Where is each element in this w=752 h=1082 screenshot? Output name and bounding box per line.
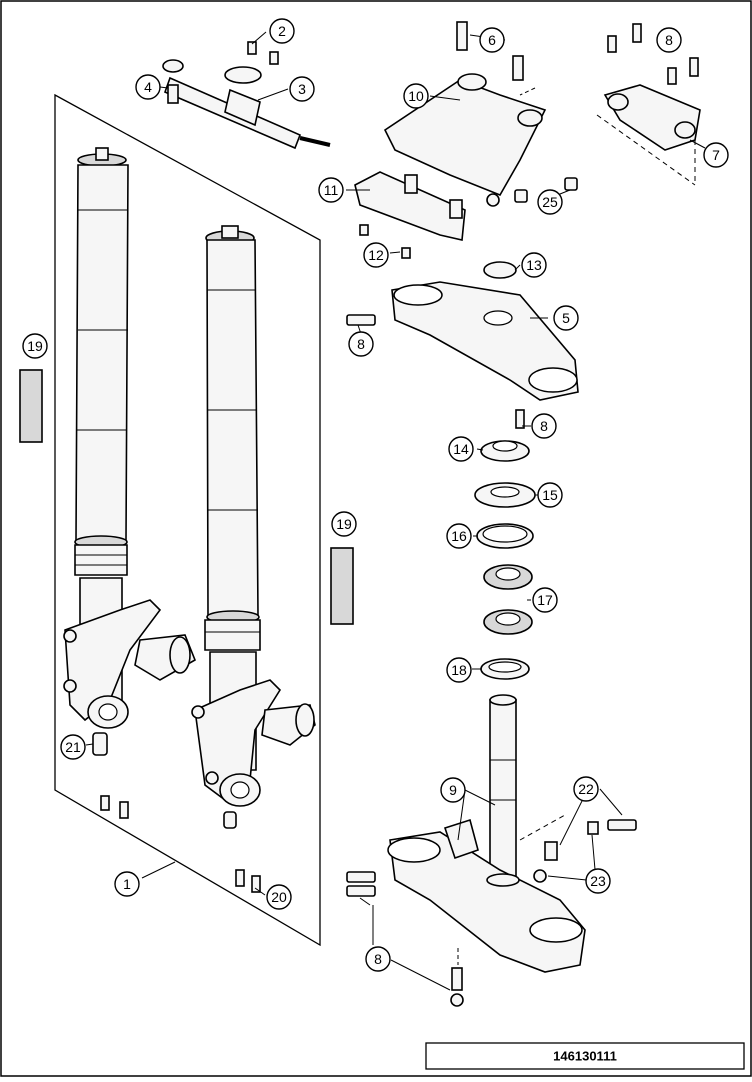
svg-text:25: 25	[542, 194, 558, 210]
fork-assembly-outline	[54, 93, 321, 947]
fork-bolts	[92, 732, 261, 893]
svg-text:15: 15	[542, 487, 558, 503]
callout-19b: 19	[331, 511, 357, 537]
svg-text:18: 18	[451, 662, 467, 678]
callout-21: 21	[60, 734, 86, 760]
svg-text:17: 17	[537, 592, 553, 608]
sticker-left	[19, 369, 43, 443]
upper-triple-clamp	[346, 261, 579, 401]
callout-8d: 8	[365, 946, 391, 972]
callout-22: 22	[573, 776, 599, 802]
callout-18: 18	[446, 657, 472, 683]
svg-text:13: 13	[526, 257, 542, 273]
svg-text:2: 2	[278, 23, 286, 39]
svg-text:5: 5	[562, 310, 570, 326]
callout-15: 15	[537, 482, 563, 508]
svg-text:7: 7	[712, 147, 720, 163]
callout-14: 14	[448, 436, 474, 462]
callout-7: 7	[703, 142, 729, 168]
callout-3: 3	[289, 76, 315, 102]
svg-text:12: 12	[368, 247, 384, 263]
callout-9: 9	[440, 777, 466, 803]
callout-11: 11	[318, 177, 344, 203]
document-number-box: 146130111	[425, 1042, 745, 1070]
callout-8b: 8	[348, 331, 374, 357]
svg-text:19: 19	[27, 338, 43, 354]
svg-text:19: 19	[336, 516, 352, 532]
callout-8c: 8	[531, 413, 557, 439]
svg-text:11: 11	[324, 182, 339, 198]
bearing-stack	[474, 409, 536, 680]
callout-10: 10	[403, 83, 429, 109]
callout-19a: 19	[22, 333, 48, 359]
callout-23: 23	[585, 868, 611, 894]
svg-text:3: 3	[298, 81, 306, 97]
svg-text:1: 1	[123, 876, 131, 892]
svg-text:14: 14	[453, 441, 469, 457]
callout-16: 16	[446, 523, 472, 549]
svg-text:9: 9	[449, 782, 457, 798]
callout-20: 20	[266, 884, 292, 910]
callout-6: 6	[479, 27, 505, 53]
callout-8a: 8	[656, 27, 682, 53]
callout-1: 1	[114, 871, 140, 897]
handlebar-clamp-upper	[383, 21, 547, 207]
callout-25: 25	[537, 189, 563, 215]
svg-text:8: 8	[665, 32, 673, 48]
svg-text:8: 8	[357, 336, 365, 352]
callout-2: 2	[269, 18, 295, 44]
svg-text:23: 23	[590, 873, 606, 889]
fork-leg-right	[191, 225, 316, 807]
handlebar-clamp-lower	[354, 171, 578, 259]
svg-text:8: 8	[540, 418, 548, 434]
svg-text:8: 8	[374, 951, 382, 967]
callout-12: 12	[363, 242, 389, 268]
callout-4: 4	[135, 74, 161, 100]
clamp-upper-right	[603, 23, 701, 151]
svg-text:22: 22	[578, 781, 594, 797]
svg-text:10: 10	[408, 88, 424, 104]
steering-damper	[162, 41, 331, 150]
callout-13: 13	[521, 252, 547, 278]
callout-17: 17	[532, 587, 558, 613]
lower-triple-clamp-stem	[346, 694, 637, 1007]
svg-text:16: 16	[451, 528, 467, 544]
svg-text:21: 21	[65, 739, 81, 755]
fork-leg-left	[63, 147, 197, 729]
sticker-right	[330, 547, 354, 625]
svg-text:4: 4	[144, 79, 152, 95]
callout-5: 5	[553, 305, 579, 331]
document-number: 146130111	[553, 1049, 617, 1064]
svg-text:6: 6	[488, 32, 496, 48]
svg-text:20: 20	[271, 889, 287, 905]
